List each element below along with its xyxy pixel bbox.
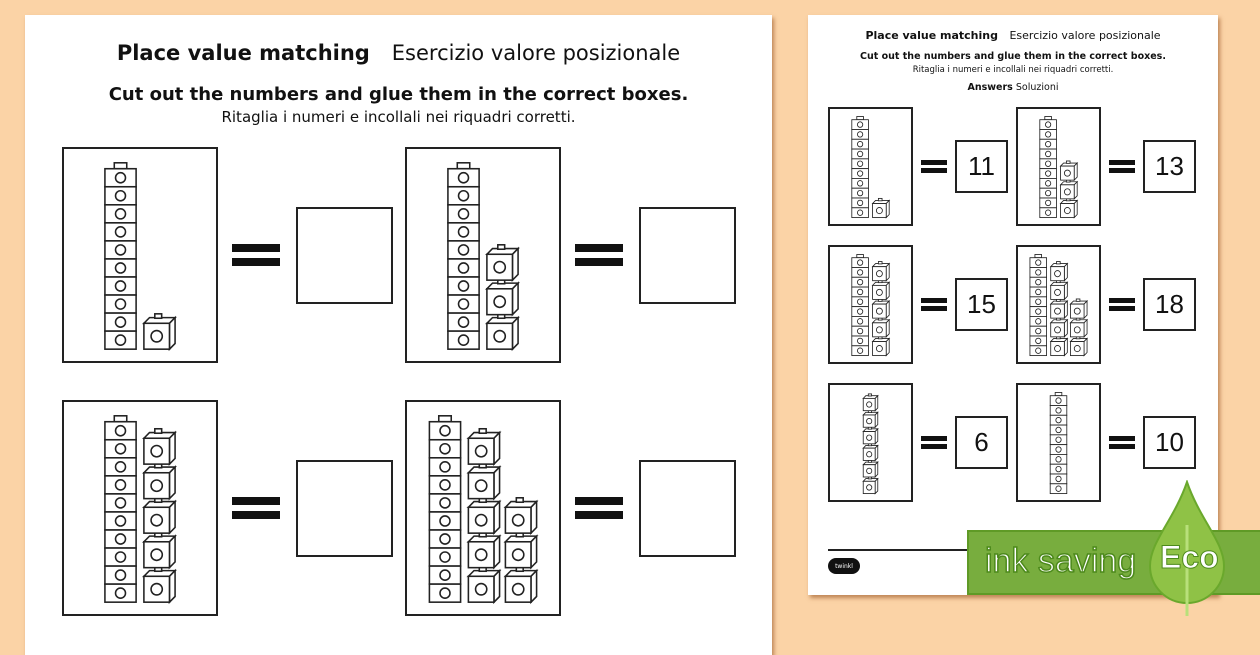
- unit-cube: [862, 443, 879, 462]
- blocks-panel: [405, 400, 561, 616]
- ten-rod: [104, 415, 137, 603]
- unit-cube: [466, 531, 502, 570]
- leaf-drop-icon: [1148, 480, 1226, 616]
- instruction-it: Ritaglia i numeri e incollali nei riquad…: [912, 65, 1114, 75]
- unit-cube: [1059, 160, 1079, 182]
- unit-cube: [1049, 298, 1069, 320]
- title-it: Esercizio valore posizionale: [391, 41, 681, 65]
- unit-cube: [1049, 261, 1069, 282]
- footer-divider: [828, 549, 978, 551]
- unit-cube: [1049, 279, 1069, 301]
- answer-box: 15: [955, 278, 1008, 331]
- ink-saving-label: ink saving: [984, 541, 1137, 581]
- equals-sign: [921, 298, 947, 311]
- equals-sign: [1109, 298, 1135, 311]
- unit-cube: [142, 313, 177, 352]
- answers-page: Place value matching Esercizio valore po…: [808, 15, 1218, 595]
- ten-rod: [104, 162, 137, 350]
- equals-sign: [232, 244, 280, 266]
- unit-cube: [466, 427, 502, 467]
- ten-rod: [1049, 392, 1068, 495]
- blocks-panel: [1016, 107, 1101, 226]
- unit-cube: [1049, 335, 1069, 357]
- blocks-panel: [1016, 245, 1101, 364]
- unit-cube: [862, 459, 879, 479]
- empty-answer-box: [296, 206, 393, 304]
- unit-cube: [1069, 335, 1089, 357]
- instruction-it: Ritaglia i numeri e incollali nei riquad…: [221, 108, 576, 126]
- answer-box: 13: [1143, 140, 1196, 193]
- empty-answer-box: [639, 459, 736, 557]
- blocks-panel: [828, 245, 913, 364]
- instruction-en: Cut out the numbers and glue them in the…: [108, 84, 689, 105]
- heading-en: Answers: [967, 82, 1013, 93]
- worksheet-title: Place value matching Esercizio valore po…: [25, 41, 772, 65]
- answers-heading: Answers Soluzioni: [808, 82, 1218, 93]
- unit-cube: [862, 393, 879, 412]
- unit-cube: [485, 278, 520, 317]
- title-it: Esercizio valore posizionale: [1009, 29, 1161, 42]
- unit-cube: [862, 426, 879, 445]
- equals-sign: [575, 244, 623, 266]
- ten-rod: [851, 116, 869, 219]
- unit-cube: [1049, 317, 1069, 338]
- unit-cube: [1059, 179, 1079, 200]
- blocks-panel: [1016, 383, 1101, 502]
- unit-cube: [503, 566, 539, 605]
- ten-rod: [1029, 254, 1047, 357]
- unit-cube: [466, 566, 502, 605]
- unit-cube: [503, 531, 539, 570]
- equals-sign: [1109, 436, 1135, 449]
- ten-rod: [1039, 116, 1057, 219]
- equals-sign: [921, 160, 947, 173]
- title-en: Place value matching: [865, 29, 998, 42]
- ten-rod: [428, 415, 462, 603]
- ten-rod: [447, 162, 480, 350]
- unit-cube: [1069, 298, 1089, 320]
- unit-cube: [503, 497, 539, 536]
- answers-title: Place value matching Esercizio valore po…: [808, 29, 1218, 42]
- unit-cube: [871, 197, 891, 219]
- unit-cube: [862, 410, 879, 429]
- unit-cube: [142, 427, 177, 467]
- unit-cube: [466, 462, 502, 501]
- answer-box: 6: [955, 416, 1008, 469]
- equals-sign: [1109, 160, 1135, 173]
- unit-cube: [1059, 197, 1079, 219]
- heading-it: Soluzioni: [1015, 82, 1059, 93]
- unit-cube: [142, 497, 177, 536]
- unit-cube: [871, 279, 891, 301]
- unit-cube: [142, 462, 177, 501]
- unit-cube: [142, 531, 177, 570]
- equals-sign: [232, 497, 280, 519]
- blocks-panel: [828, 383, 913, 502]
- empty-answer-box: [296, 459, 393, 557]
- unit-cube: [871, 298, 891, 320]
- unit-cube: [862, 476, 879, 495]
- unit-cube: [871, 261, 891, 282]
- unit-cube: [485, 244, 520, 283]
- title-en: Place value matching: [116, 41, 370, 65]
- unit-cube: [1069, 317, 1089, 338]
- unit-cube: [466, 497, 502, 536]
- blocks-panel: [405, 147, 561, 363]
- unit-cube: [485, 313, 520, 352]
- equals-sign: [575, 497, 623, 519]
- eco-label: Eco: [1160, 539, 1220, 576]
- equals-sign: [921, 436, 947, 449]
- instruction-en: Cut out the numbers and glue them in the…: [860, 51, 1166, 62]
- blocks-panel: [62, 147, 218, 363]
- twinkl-logo: twinkl: [828, 558, 860, 574]
- empty-answer-box: [639, 206, 736, 304]
- answer-box: 11: [955, 140, 1008, 193]
- worksheet-page: Place value matching Esercizio valore po…: [25, 15, 772, 655]
- unit-cube: [871, 335, 891, 357]
- blocks-panel: [62, 400, 218, 616]
- answer-box: 18: [1143, 278, 1196, 331]
- answer-box: 10: [1143, 416, 1196, 469]
- blocks-panel: [828, 107, 913, 226]
- unit-cube: [871, 317, 891, 338]
- unit-cube: [142, 566, 177, 605]
- ten-rod: [851, 254, 869, 357]
